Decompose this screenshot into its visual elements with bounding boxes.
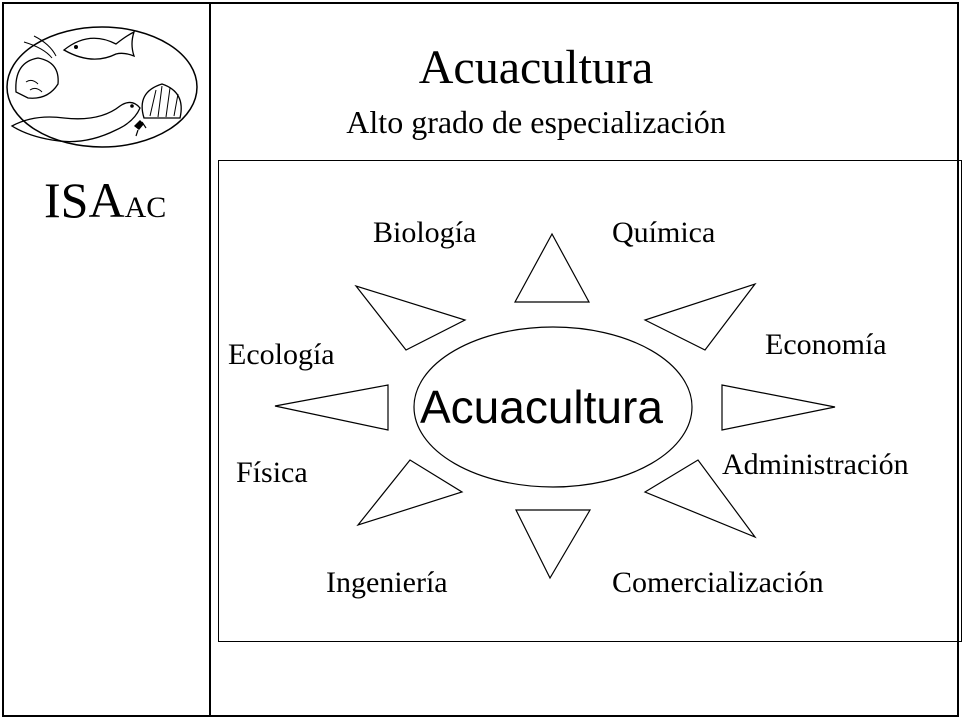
label-ecologia: Ecología bbox=[228, 338, 335, 371]
label-comercializacion: Comercialización bbox=[612, 566, 824, 599]
brand-sub: AC bbox=[124, 191, 167, 224]
ray-fisica bbox=[356, 459, 464, 527]
label-fisica: Física bbox=[236, 456, 308, 489]
brand-logotype: ISAAC bbox=[44, 170, 166, 238]
center-ellipse bbox=[413, 326, 693, 488]
label-economia: Economía bbox=[765, 328, 887, 361]
ray-ecologia bbox=[274, 384, 389, 431]
label-ingenieria: Ingeniería bbox=[326, 566, 448, 599]
label-administracion: Administración bbox=[722, 448, 909, 481]
page-title: Acuacultura bbox=[418, 41, 654, 94]
center-label: Acuacultura bbox=[420, 381, 663, 433]
label-biologia: Biología bbox=[373, 216, 477, 249]
page-subtitle: Alto grado de especialización bbox=[346, 104, 726, 140]
ray-ecologia-upper bbox=[354, 284, 467, 351]
ray-economia bbox=[721, 384, 836, 431]
ray-quimica bbox=[643, 282, 757, 351]
diagram-panel bbox=[218, 160, 962, 642]
aquaculture-animals-logo-icon bbox=[6, 26, 198, 148]
label-quimica: Química bbox=[612, 216, 716, 249]
ray-comercializacion bbox=[515, 509, 592, 580]
brand-main: ISA bbox=[44, 172, 125, 228]
sidebar-divider bbox=[209, 2, 211, 717]
ray-administracion bbox=[643, 459, 757, 539]
ray-biologia bbox=[513, 232, 591, 303]
